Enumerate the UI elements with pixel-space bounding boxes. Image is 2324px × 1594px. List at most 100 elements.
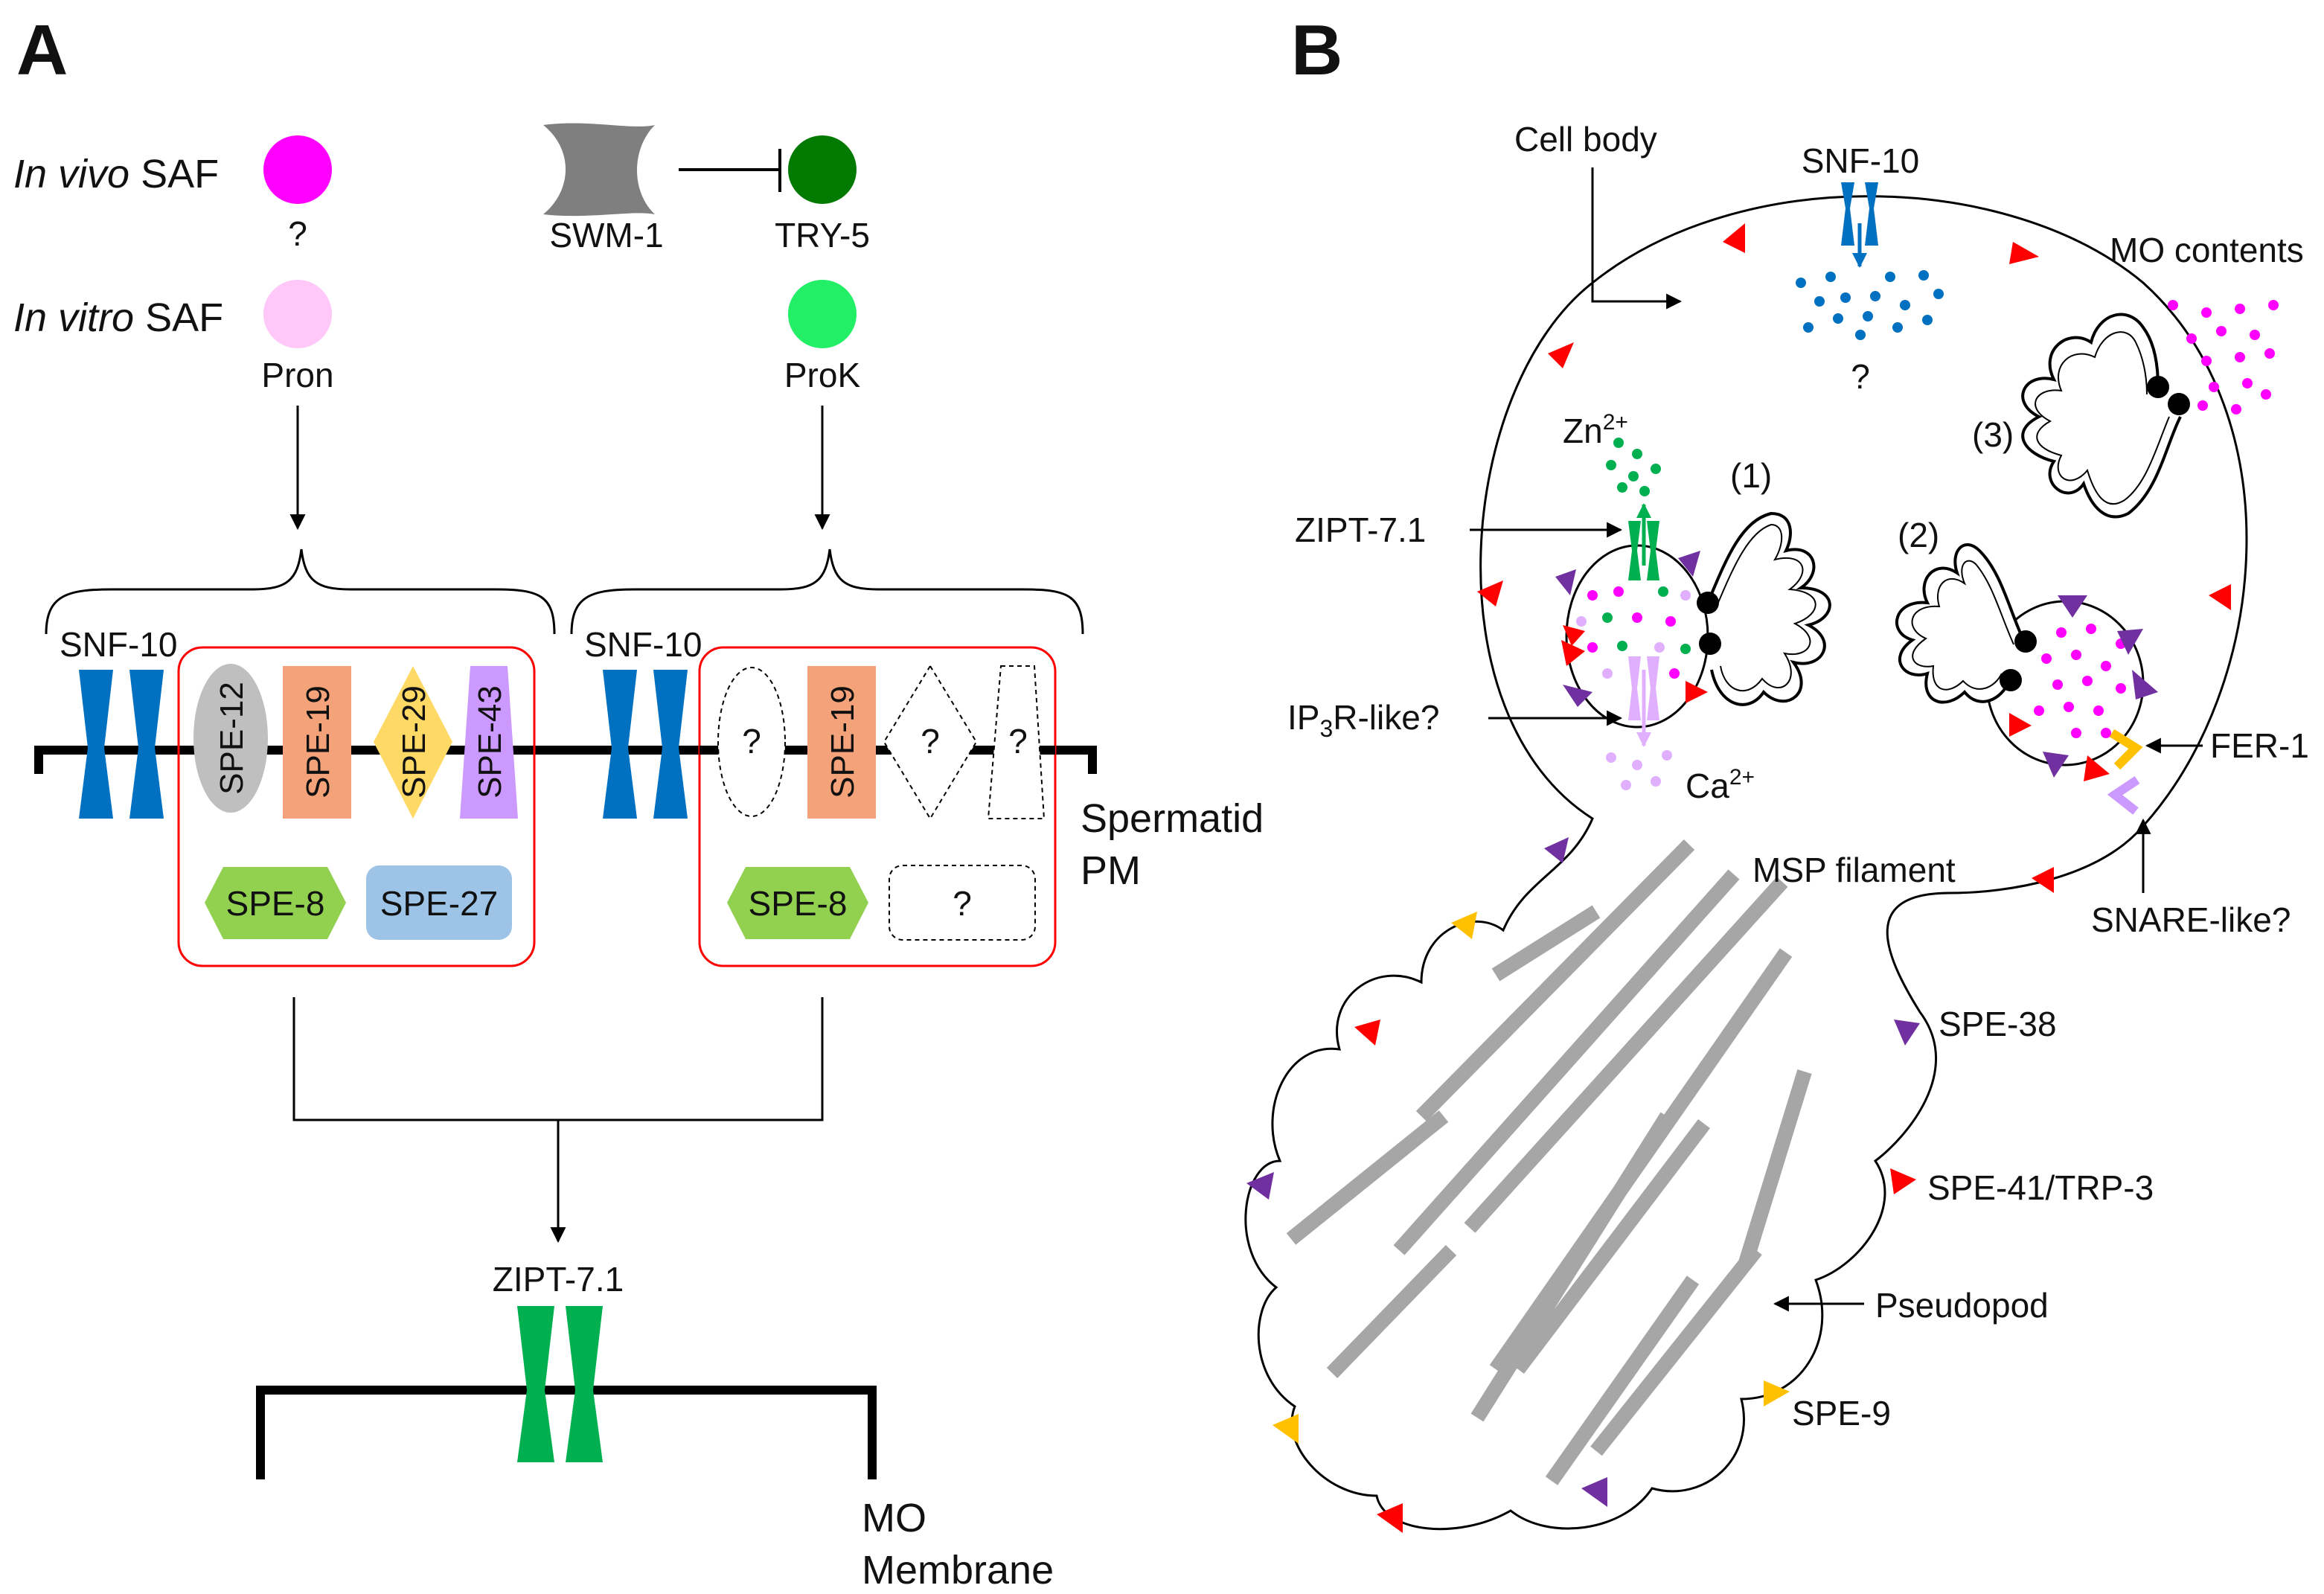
snf10-b-channel-1 [1841, 182, 1854, 246]
zipt-b-label: ZIPT-7.1 [1295, 510, 1426, 549]
try5-label: TRY-5 [775, 216, 870, 255]
snf10-right-label: SNF-10 [584, 625, 702, 664]
unknown-diamond-shape [883, 665, 978, 820]
panel-a-label: A [16, 10, 68, 90]
msp-filaments [1286, 839, 1812, 1485]
mo-label-line2: Membrane [862, 1548, 1054, 1593]
snare-shape [2107, 776, 2140, 815]
zipt-a-channel-2 [566, 1306, 603, 1462]
spe41-label: SPE-41/TRP-3 [1927, 1168, 2154, 1207]
zn-dots [1606, 438, 1661, 496]
swm1-label: SWM-1 [549, 216, 663, 255]
invivo-saf-label: In vivo SAF [13, 152, 219, 196]
mo2-body [1895, 543, 2026, 704]
spe43-label: SPE-43 [472, 685, 508, 798]
ca-dots [1606, 750, 1672, 790]
mo1-fusion-dot-1 [1697, 592, 1719, 614]
spe12-label: SPE-12 [214, 682, 250, 795]
spe8-left-shape [205, 867, 346, 939]
unknown-ellipse-label: ? [742, 722, 761, 761]
zipt-b-channel-2 [1647, 521, 1659, 580]
unknown-box-shape [889, 865, 1036, 941]
swm1-shape [543, 123, 655, 217]
ca-label: Ca2+ [1686, 765, 1755, 805]
snf10-b-channel-2 [1865, 182, 1878, 246]
spe27-label: SPE-27 [380, 884, 499, 923]
spe29-label: SPE-29 [396, 685, 432, 798]
spermatid-membrane [34, 746, 1097, 774]
invivo-saf-question: ? [288, 214, 307, 253]
spe19-right-label: SPE-19 [825, 685, 861, 798]
mo1-body [1706, 511, 1831, 706]
panel-a: A In vivo SAF ? In vitro SAF Pron SWM-1 … [13, 10, 1264, 1593]
mo3-fusion-dot-2 [2168, 393, 2190, 415]
spe38-label: SPE-38 [1939, 1005, 2057, 1043]
msp-label: MSP filament [1752, 851, 1956, 889]
invitro-saf-dot [263, 280, 332, 348]
unknown-trapezoid-shape [987, 665, 1046, 819]
ip3r-label: IP3R-like? [1287, 698, 1439, 742]
snf10-right-channel-1 [603, 670, 637, 819]
spermatid-label-line2: PM [1081, 848, 1141, 893]
mo3-fusion-dot-1 [2147, 376, 2169, 398]
snf10-left-channel-1 [79, 670, 113, 819]
zipt-a-channel-1 [517, 1306, 554, 1462]
snf10-left-channel-2 [129, 670, 164, 819]
snare-label: SNARE-like? [2091, 900, 2291, 939]
fer1-label: FER-1 [2210, 726, 2309, 765]
zipt-a-label: ZIPT-7.1 [493, 1260, 624, 1299]
unknown-box-label: ? [953, 884, 972, 923]
zipt-b-channel-1 [1628, 521, 1641, 580]
try5-dot [788, 135, 857, 204]
left-complex-box [177, 646, 536, 967]
prok-dot [788, 280, 857, 348]
mo2-number: (2) [1898, 516, 1939, 554]
mo3-body [2021, 313, 2182, 519]
right-brace [570, 548, 1084, 635]
mo1-dots [1576, 586, 1691, 679]
spe8-left-label: SPE-8 [226, 884, 325, 923]
spe8-right-label: SPE-8 [749, 884, 848, 923]
fer1-shape [2109, 729, 2143, 770]
spe19-left-shape [283, 666, 351, 819]
mo3-number: (3) [1972, 415, 2014, 454]
pseudopod-label: Pseudopod [1875, 1286, 2049, 1325]
pron-label: Pron [261, 356, 333, 394]
zn-label: Zn2+ [1563, 410, 1628, 450]
spe43-shape [460, 666, 518, 819]
unknown-ellipse-shape [717, 667, 786, 817]
spe12-shape [193, 664, 268, 813]
convergence-connector [292, 997, 824, 1121]
mo1-number: (1) [1730, 456, 1772, 495]
panel-b: B Cell body SNF-10 [1244, 10, 2309, 1533]
snf10-b-dots [1796, 270, 1944, 340]
snf10-left-label: SNF-10 [60, 625, 177, 664]
mo1-inner [1717, 523, 1816, 692]
spe19-left-label: SPE-19 [300, 685, 336, 798]
mo2-fusion-dot-1 [2014, 630, 2037, 653]
mo3-inner [2035, 331, 2170, 505]
invitro-saf-label: In vitro SAF [13, 295, 223, 340]
membrane-triangles [1246, 223, 2231, 1533]
prok-label: ProK [784, 356, 861, 394]
mo-membrane [256, 1386, 877, 1479]
ip3r-channel-1 [1628, 656, 1641, 720]
spermatid-label-line1: Spermatid [1081, 796, 1264, 841]
spe29-shape [374, 666, 452, 819]
ip3r-channel-2 [1647, 656, 1659, 720]
left-brace [45, 548, 556, 635]
invivo-saf-dot [263, 135, 332, 204]
mo1-fusion-dot-2 [1699, 633, 1721, 655]
mo-label-line1: MO [862, 1496, 926, 1540]
spe9-label: SPE-9 [1792, 1394, 1891, 1433]
mo-contents-label: MO contents [2110, 231, 2304, 269]
snf10-b-question: ? [1851, 357, 1870, 396]
spe8-right-shape [727, 867, 868, 939]
mo2-inner [1911, 560, 2014, 691]
cell-outline [1244, 195, 2248, 1531]
mo3-dots [2168, 300, 2279, 414]
unknown-diamond-label: ? [921, 722, 940, 761]
panel-b-label: B [1291, 10, 1342, 90]
unknown-trapezoid-label: ? [1008, 722, 1028, 761]
